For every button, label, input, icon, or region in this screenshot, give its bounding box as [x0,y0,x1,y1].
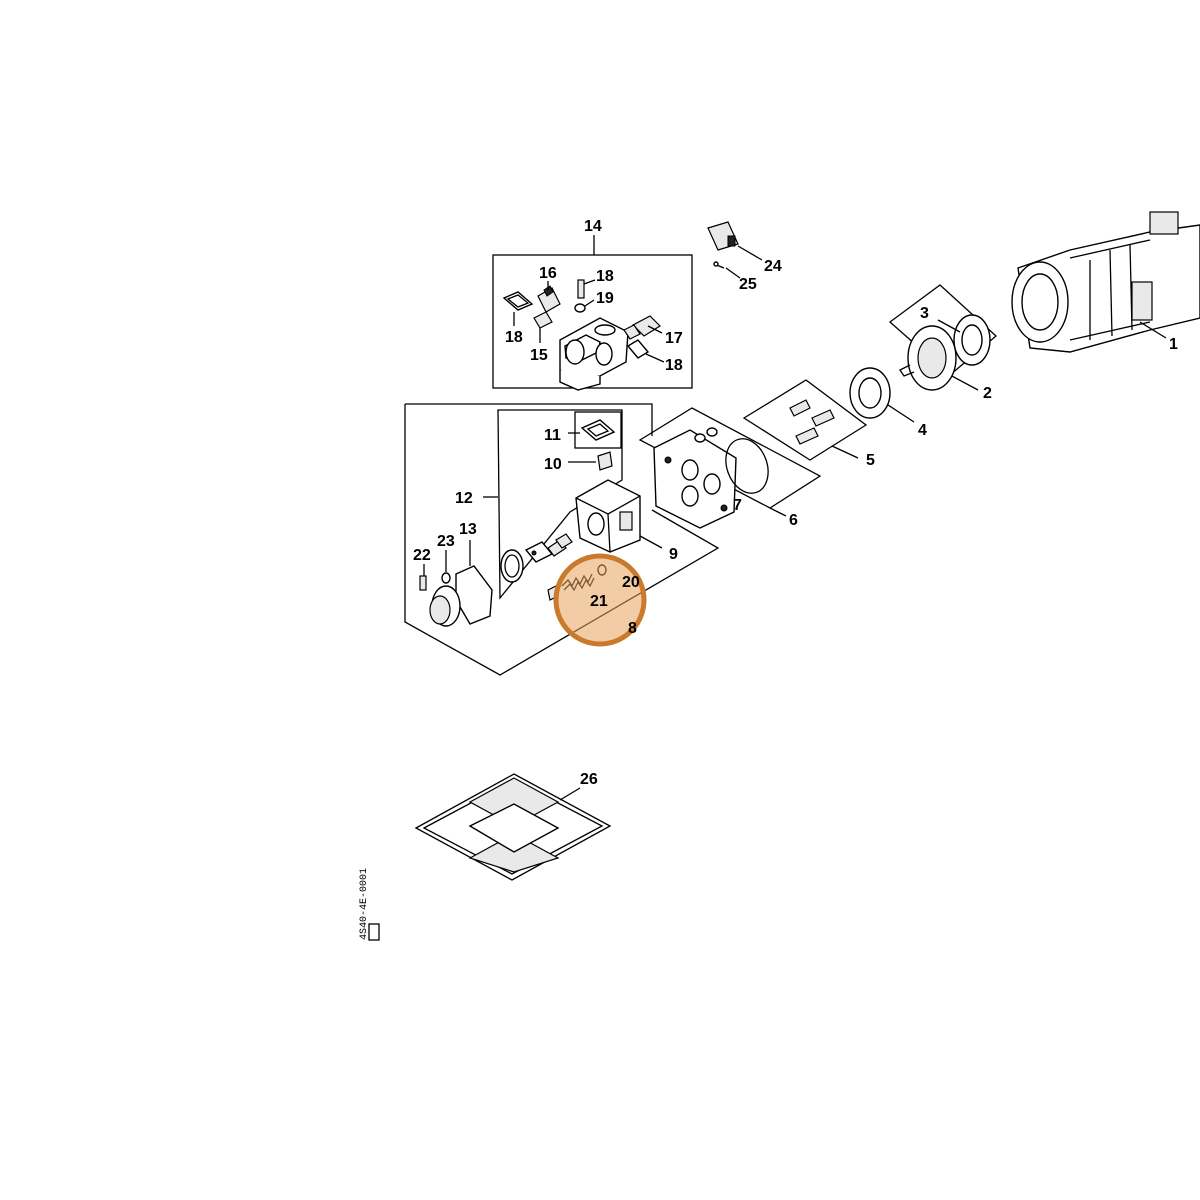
part-1-motor [1011,211,1200,353]
callout-11: 11 [544,427,561,444]
part-6-cylinder-head [653,427,737,529]
part-23-washer [441,550,451,584]
callout-4: 4 [918,422,927,439]
part-16-cartridge [537,281,561,313]
highlight-ring [553,553,647,647]
callout-20-top: 19 [596,290,614,307]
callout-24: 24 [764,258,782,275]
callout-21: 21 [590,593,608,610]
callout-13: 13 [459,521,477,538]
group-box-11 [574,411,622,449]
callout-17: 17 [665,330,683,347]
callout-12: 12 [455,490,473,507]
group-box-5 [742,379,868,461]
part-17-fitting [623,315,663,340]
part-18-oring-right [626,339,665,363]
part-19-pin [577,279,596,299]
part-9-pump-housing [575,479,663,553]
callout-5: 5 [866,452,875,469]
callout-25: 25 [739,276,757,293]
part-26-kit [414,773,612,881]
part-22-screw [419,564,427,591]
callout-19: 18 [596,268,614,285]
callout-1: 1 [1169,336,1178,353]
callout-2: 2 [983,385,992,402]
drawing-code: 4S40-4E-0001 [359,868,370,940]
callout-10: 10 [544,456,562,473]
part-2-swash-plate [899,325,957,391]
part-20-nut-top [574,299,595,313]
callout-8: 8 [628,620,637,637]
callout-15: 15 [530,347,548,364]
part-3-bearing [937,314,991,366]
part-4-seal [849,367,915,423]
part-7-oring [725,438,769,494]
group-box-14 [492,235,693,389]
callout-9: 9 [669,546,678,563]
part-24-cap [707,221,763,261]
part-10-valve [568,451,613,471]
callout-6: 6 [789,512,798,529]
part-25-clip [713,261,741,279]
part-13-inlet-flange [429,540,493,627]
part-5-pistons [789,399,835,445]
part-12-small-parts [500,533,573,583]
part-15-fitting [533,311,553,343]
group-box-8 [404,403,720,676]
drawing-code-box [368,923,380,941]
callout-20-lower: 20 [622,574,640,591]
valve-head-body [559,317,629,391]
callout-18-left: 18 [505,329,523,346]
callout-23: 23 [437,533,455,550]
callout-3: 3 [920,305,929,322]
callout-22: 22 [413,547,431,564]
part-11-seal [568,419,616,441]
callout-18-right: 18 [665,357,683,374]
part-18-oring-left [502,291,534,326]
callout-26: 26 [580,771,598,788]
callout-16: 16 [539,265,557,282]
callout-7: 7 [733,497,742,514]
callout-14: 14 [584,218,602,235]
